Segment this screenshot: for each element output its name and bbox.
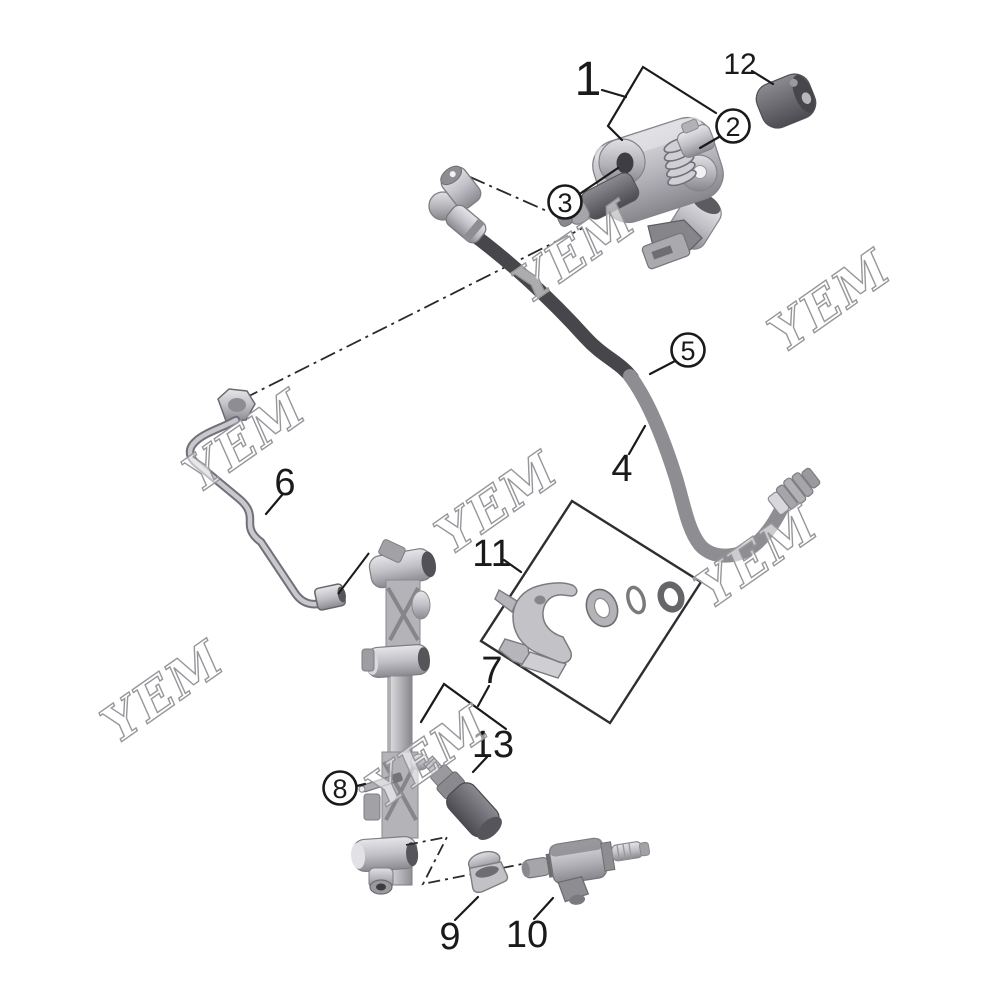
callout-3: 3 (547, 166, 620, 220)
callout-6: 6 (264, 462, 296, 516)
callout-12-label: 12 (723, 48, 756, 81)
pump-valve-cap (676, 118, 716, 158)
callout-1: 1 (575, 53, 718, 142)
callout-12: 12 (723, 48, 775, 86)
rail-ear-left (361, 648, 375, 672)
pipe-nut-face (228, 398, 246, 412)
watermark-text: YEM (684, 494, 829, 620)
rail-foot (368, 867, 394, 895)
rail-bottom-boss (351, 836, 419, 872)
injector-clip (467, 850, 509, 894)
high-pressure-pump (557, 116, 724, 270)
o-ring (626, 585, 646, 615)
hose-dark-sleeve (463, 225, 639, 385)
callout-8-label: 8 (332, 774, 347, 804)
callout-4-label: 4 (611, 448, 632, 490)
callout-5: 5 (648, 332, 706, 376)
assembly-alignment-lines (242, 176, 584, 400)
callout-9: 9 (439, 895, 480, 958)
callout-11-label: 11 (472, 533, 511, 575)
fuel-rail (351, 539, 437, 895)
pump-grommet (755, 73, 817, 129)
callout-8: 8 (322, 770, 367, 806)
callout-10-label: 10 (506, 914, 548, 956)
callout-13-label: 13 (472, 724, 514, 766)
banjo-fitting (428, 165, 487, 244)
fuel-injector (521, 837, 651, 905)
rail-upper-web (385, 579, 431, 653)
alignment-line-pipe-to-pump (242, 227, 584, 400)
callout-1-label: 1 (575, 53, 602, 106)
callout-5-label: 5 (680, 336, 695, 366)
callout-2-label: 2 (725, 112, 740, 142)
kit-box-frame (479, 499, 703, 725)
callout-2: 2 (698, 108, 751, 150)
rail-lower-web (363, 751, 430, 839)
callout-6-label: 6 (274, 462, 295, 504)
watermark-text: YEM (90, 629, 235, 755)
callout-11: 11 (472, 533, 523, 575)
callouts: 1 2 3 4 5 6 7 (264, 48, 775, 958)
seal-ring-large (585, 588, 619, 628)
rail-top-tab (378, 539, 406, 563)
hose-light-section (623, 369, 793, 563)
kit-box (479, 499, 703, 725)
injector-clamp (494, 582, 578, 679)
pipe-to-rail-leader (337, 552, 370, 595)
rail-middle-boss (366, 644, 430, 678)
callout-7: 7 (419, 650, 508, 731)
callout-13: 13 (472, 724, 514, 774)
pressure-sensor (422, 755, 502, 841)
mounting-bolt (358, 772, 403, 793)
watermark-text: YEM (757, 238, 902, 364)
callout-10: 10 (506, 896, 555, 956)
pump-foot-tab (641, 232, 691, 270)
alignment-line-fitting-to-callout3 (469, 176, 550, 213)
pump-left-hole (616, 152, 634, 174)
hose-assembly (428, 165, 821, 563)
callout-7-label: 7 (481, 650, 502, 692)
callout-3-label: 3 (557, 188, 572, 218)
seal-rings (585, 581, 685, 628)
callout-4: 4 (611, 424, 647, 490)
high-pressure-pipe (185, 388, 370, 611)
seal-ring-small (657, 581, 685, 613)
callout-9-label: 9 (439, 916, 460, 958)
hose-end-coupler (767, 467, 821, 516)
pipe-tube-core (187, 417, 336, 607)
